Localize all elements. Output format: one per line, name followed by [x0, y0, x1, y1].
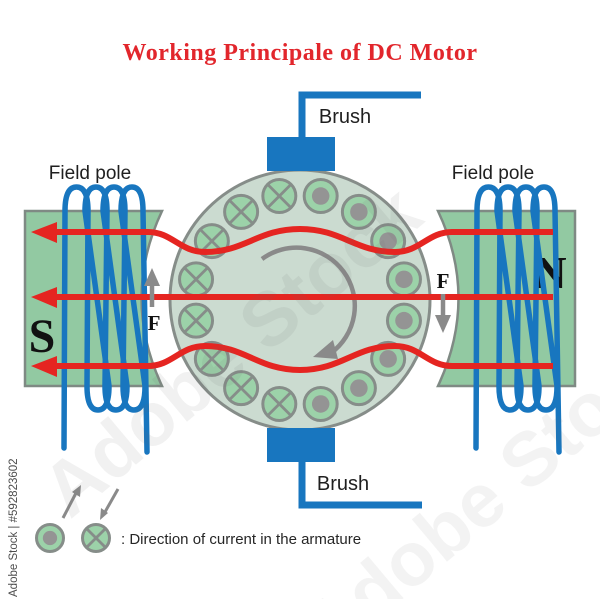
right-field-pole-label: Field pole	[452, 163, 534, 184]
legend: : Direction of current in the armature	[35, 485, 361, 553]
field-line-top	[31, 222, 553, 256]
force-arrow-left: F	[144, 268, 160, 335]
current-out-dot	[350, 203, 368, 221]
current-in-arrow-icon	[100, 488, 120, 520]
current-in-cross	[266, 391, 292, 417]
current-out-dot	[350, 379, 368, 397]
left-field-pole-label: Field pole	[49, 163, 131, 184]
current-out-dot	[311, 395, 330, 413]
current-in-cross	[199, 346, 225, 372]
current-in-cross	[228, 375, 254, 401]
current-out-arrow-icon	[61, 485, 81, 519]
current-in-cross	[266, 183, 292, 209]
armature-conductors	[178, 178, 422, 422]
current-out-dot	[311, 187, 330, 205]
top-brush-wire	[298, 91, 421, 139]
stock-id-watermark: Adobe Stock | #592823602	[8, 458, 20, 597]
legend-caption: : Direction of current in the armature	[121, 531, 361, 548]
current-in-cross	[228, 199, 254, 225]
bottom-brush-wire	[298, 459, 422, 509]
field-arrowhead-icon	[31, 287, 57, 308]
current-out-dot	[379, 232, 397, 250]
right-field-coil	[473, 184, 562, 455]
down-arrowhead-icon	[435, 315, 451, 333]
field-arrowhead-icon	[31, 356, 57, 377]
field-arrowhead-icon	[31, 222, 57, 243]
current-in-cross	[85, 527, 107, 549]
force-label-right: F	[437, 269, 450, 293]
top-brush	[267, 137, 335, 171]
up-arrowhead-icon	[144, 268, 160, 286]
current-out-dot	[42, 530, 58, 546]
current-in-cross	[199, 228, 225, 254]
bottom-brush	[267, 428, 335, 462]
field-line-middle	[31, 287, 553, 308]
top-brush-label: Brush	[319, 106, 371, 128]
south-pole-letter: S	[29, 310, 56, 363]
current-out-dot	[379, 350, 397, 368]
legend-symbols	[35, 523, 111, 553]
force-arrow-right: F	[435, 269, 451, 333]
bottom-brush-label: Brush	[317, 473, 369, 495]
current-in-cross	[183, 266, 209, 292]
current-in-cross	[183, 308, 209, 334]
left-field-coil	[61, 184, 150, 455]
rotation-arrow-icon	[260, 245, 358, 359]
current-out-dot	[395, 311, 413, 330]
current-out-dot	[395, 270, 413, 289]
field-line-bottom	[31, 342, 553, 377]
diagram-title: Working Principale of DC Motor	[123, 40, 478, 66]
force-label-left: F	[148, 311, 161, 335]
